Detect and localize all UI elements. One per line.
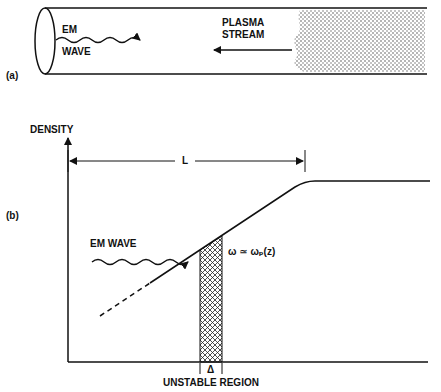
stream-label: PLASMA STREAM — [222, 17, 292, 41]
dimension-label: Δ — [207, 364, 214, 376]
axis — [68, 361, 428, 363]
axis — [67, 138, 69, 362]
plasma-blob — [294, 10, 425, 72]
em-wave — [56, 38, 140, 43]
region-label: UNSTABLE REGION — [163, 377, 259, 389]
wave-label: EM WAVE — [62, 19, 96, 63]
panel-label: (b) — [6, 210, 19, 222]
dimension-label: L — [180, 155, 190, 167]
condition-label: ω ≃ ωₚ(z) — [228, 246, 275, 258]
wave-label: EM WAVE — [90, 238, 136, 250]
density-curve — [150, 181, 430, 283]
stream-arrow — [214, 49, 292, 51]
axis-label: DENSITY — [30, 124, 73, 136]
density-curve — [100, 283, 150, 316]
unstable-band — [200, 236, 222, 362]
em-wave — [92, 260, 188, 265]
panel-label: (a) — [6, 70, 18, 82]
